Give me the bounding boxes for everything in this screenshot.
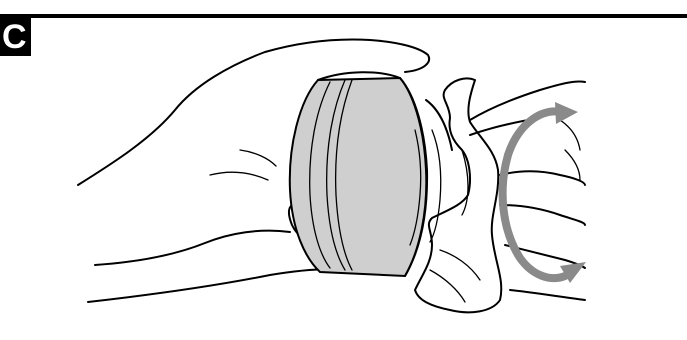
cleaning-cloth bbox=[414, 77, 503, 314]
top-rule bbox=[0, 14, 687, 18]
right-hand bbox=[469, 80, 586, 301]
lens-barrel bbox=[288, 71, 453, 278]
rotate-arrow-icon bbox=[498, 102, 586, 283]
step-label-badge: C bbox=[0, 18, 31, 56]
